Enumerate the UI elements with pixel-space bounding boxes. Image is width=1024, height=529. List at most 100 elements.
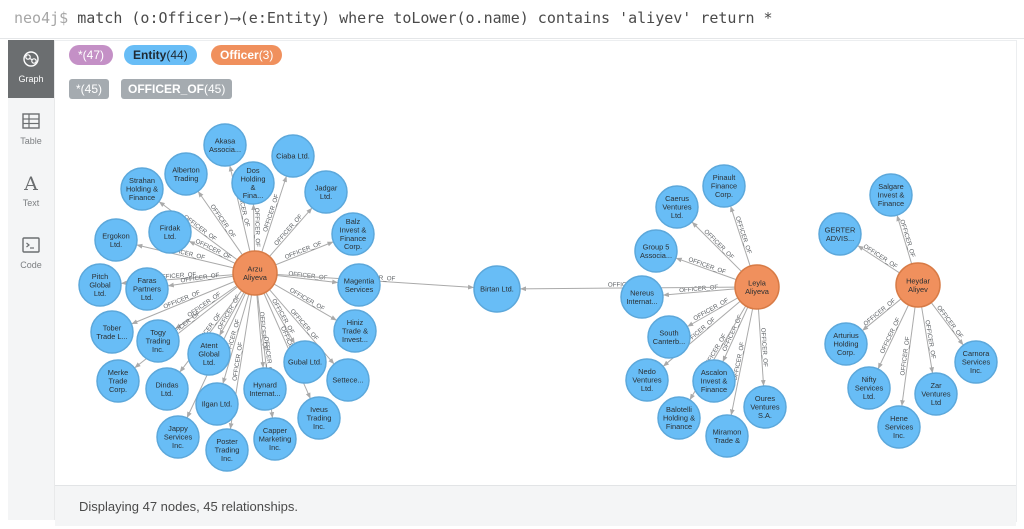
- legend-rel-all[interactable]: *(45): [69, 79, 110, 99]
- relationship-edge[interactable]: [273, 283, 338, 321]
- entity-node-circle[interactable]: [78, 263, 122, 307]
- officer-node-circle[interactable]: [232, 250, 278, 296]
- entity-node-circle[interactable]: [634, 229, 678, 273]
- entity-node-circle[interactable]: [655, 185, 699, 229]
- entity-node-circle[interactable]: [94, 218, 138, 262]
- legend-label-officer[interactable]: Officer(3): [211, 45, 283, 65]
- relationship-edge[interactable]: [218, 291, 245, 336]
- relationship-edge[interactable]: [276, 275, 339, 285]
- sidebar-item-table[interactable]: Table: [8, 102, 54, 160]
- entity-node-circle[interactable]: [331, 212, 375, 256]
- entity-node[interactable]: Ciaba Ltd.: [271, 134, 315, 178]
- entity-node-circle[interactable]: [283, 340, 327, 384]
- entity-node-circle[interactable]: [326, 358, 370, 402]
- entity-node-circle[interactable]: [824, 322, 868, 366]
- entity-node-circle[interactable]: [164, 152, 208, 196]
- entity-node-circle[interactable]: [205, 428, 249, 472]
- entity-node[interactable]: Ilgan Ltd.: [195, 382, 239, 426]
- entity-node-circle[interactable]: [120, 167, 164, 211]
- entity-node-circle[interactable]: [743, 385, 787, 429]
- entity-node-circle[interactable]: [231, 161, 275, 205]
- entity-node-circle[interactable]: [337, 263, 381, 307]
- entity-node-circle[interactable]: [156, 415, 200, 459]
- entity-node-circle[interactable]: [647, 315, 691, 359]
- relationship-edge[interactable]: [730, 205, 751, 267]
- relationship-edge[interactable]: [896, 214, 913, 265]
- query-bar[interactable]: neo4j$ match (o:Officer)⟶(e:Entity) wher…: [0, 0, 1024, 39]
- entity-node[interactable]: Gubal Ltd.: [283, 340, 327, 384]
- relationship-edge[interactable]: [131, 280, 235, 325]
- relationship-edge[interactable]: [174, 285, 238, 330]
- relationship-edge[interactable]: [687, 297, 739, 328]
- relationship-edge[interactable]: [222, 293, 250, 384]
- entity-node[interactable]: SouthCanterb...: [647, 315, 691, 359]
- sidebar-item-text[interactable]: A Text: [8, 164, 54, 222]
- sidebar-item-code[interactable]: Code: [8, 226, 54, 284]
- entity-node-circle[interactable]: [96, 359, 140, 403]
- relationship-edge[interactable]: [900, 306, 916, 407]
- entity-node-circle[interactable]: [297, 396, 341, 440]
- entity-node-circle[interactable]: [818, 212, 862, 256]
- entity-node[interactable]: Group 5Associa...: [634, 229, 678, 273]
- entity-node-circle[interactable]: [877, 405, 921, 449]
- entity-node-circle[interactable]: [473, 265, 521, 313]
- entity-node-circle[interactable]: [625, 358, 669, 402]
- entity-node-circle[interactable]: [136, 319, 180, 363]
- relationship-edge[interactable]: [261, 175, 287, 253]
- relationship-edge[interactable]: [256, 294, 266, 369]
- relationship-edge[interactable]: [757, 308, 766, 387]
- relationship-edge[interactable]: [167, 275, 234, 288]
- entity-node-circle[interactable]: [847, 366, 891, 410]
- entity-node-circle[interactable]: [705, 414, 749, 458]
- entity-node-circle[interactable]: [304, 170, 348, 214]
- entity-node[interactable]: HynardInternat...: [243, 367, 287, 411]
- officer-node-circle[interactable]: [734, 264, 780, 310]
- entity-node-circle[interactable]: [243, 367, 287, 411]
- entity-node[interactable]: AkasaAssocia...: [203, 123, 247, 167]
- legend-label-entity[interactable]: Entity(44): [124, 45, 197, 65]
- entity-node-circle[interactable]: [914, 372, 958, 416]
- relationship-edge[interactable]: [662, 288, 736, 298]
- entity-node-circle[interactable]: [657, 396, 701, 440]
- entity-node-circle[interactable]: [195, 382, 239, 426]
- entity-node-circle[interactable]: [869, 173, 913, 217]
- query-editor[interactable]: neo4j$ match (o:Officer)⟶(e:Entity) wher…: [14, 9, 773, 27]
- legend-label-all[interactable]: *(47): [69, 45, 114, 65]
- entity-node[interactable]: DosHolding&Fina...: [231, 161, 275, 205]
- relationship-edge[interactable]: [877, 304, 910, 370]
- entity-node-circle[interactable]: [954, 340, 998, 384]
- entity-node-circle[interactable]: [333, 309, 377, 353]
- entity-node-circle[interactable]: [125, 267, 169, 311]
- entity-node[interactable]: NereusInternat...: [620, 275, 664, 319]
- relationship-edge[interactable]: [269, 207, 313, 257]
- entity-node[interactable]: Birtan Ltd.: [473, 265, 521, 313]
